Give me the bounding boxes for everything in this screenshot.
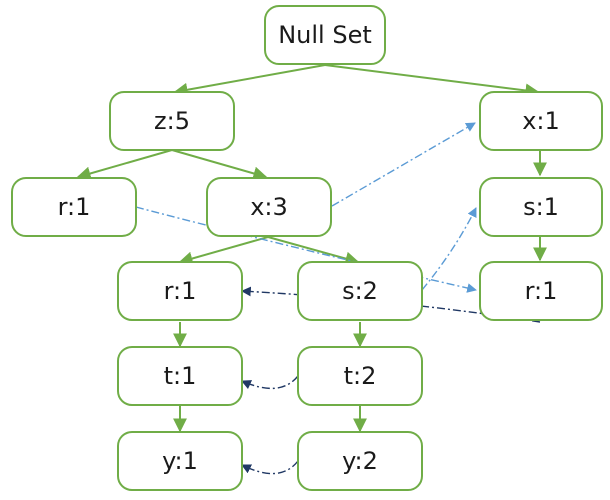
node-r1-right-label: r:1: [525, 277, 558, 305]
link-x3-to-x1: [331, 122, 476, 207]
node-s1: s:1: [479, 177, 603, 237]
edge-z5-r1a: [76, 149, 173, 181]
node-null-set: Null Set: [264, 5, 386, 65]
link-t2-to-t1: [241, 375, 299, 390]
edge-x3-s2: [267, 236, 360, 266]
node-y1-label: y:1: [162, 447, 198, 475]
node-r1-right: r:1: [479, 261, 603, 321]
edge-z5-x3: [171, 149, 268, 181]
node-s2-label: s:2: [342, 277, 378, 305]
node-x1-label: x:1: [522, 107, 560, 135]
node-r1-middle-label: r:1: [164, 277, 197, 305]
node-y1: y:1: [117, 431, 243, 491]
node-y2-label: y:2: [342, 447, 378, 475]
tree-edges: [76, 64, 547, 433]
link-y2-to-y1: [241, 460, 299, 475]
edge-root-x1: [324, 64, 540, 98]
node-t2: t:2: [297, 346, 423, 406]
node-null-set-label: Null Set: [278, 21, 372, 49]
link-s2-to-s1: [421, 207, 477, 291]
node-x3-label: x:3: [250, 193, 288, 221]
node-x1: x:1: [479, 91, 603, 151]
node-r1-left-label: r:1: [58, 193, 91, 221]
edge-x3-r1c: [178, 236, 269, 266]
node-z5: z:5: [109, 91, 235, 151]
node-t2-label: t:2: [344, 362, 377, 390]
node-s2: s:2: [297, 261, 423, 321]
link-r1a-to-r1b: [135, 206, 477, 293]
edge-root-z5: [173, 64, 326, 97]
node-y2: y:2: [297, 431, 423, 491]
node-t1: t:1: [117, 346, 243, 406]
node-r1-left: r:1: [11, 177, 137, 237]
node-s1-label: s:1: [523, 193, 559, 221]
node-r1-middle: r:1: [117, 261, 243, 321]
node-z5-label: z:5: [154, 107, 190, 135]
node-x3: x:3: [206, 177, 332, 237]
node-t1-label: t:1: [164, 362, 197, 390]
